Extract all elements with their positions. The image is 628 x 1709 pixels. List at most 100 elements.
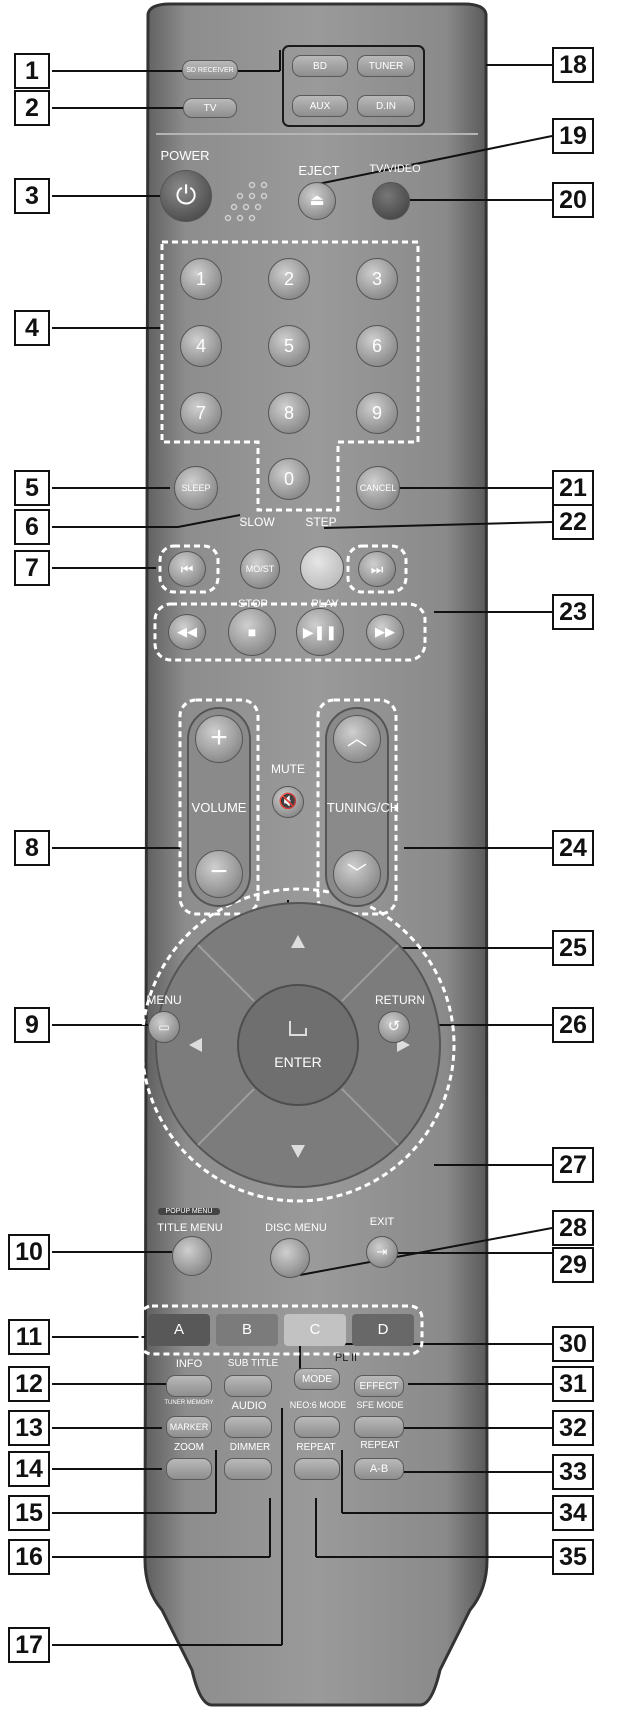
repeat-ab-label: REPEAT <box>360 1440 400 1451</box>
digit-3-button[interactable]: 3 <box>356 258 398 300</box>
audio-label: AUDIO <box>231 1400 267 1412</box>
zoom-button[interactable] <box>166 1458 212 1480</box>
skip-back-button[interactable]: ⏮ <box>168 551 206 587</box>
fast-forward-button[interactable]: ▶▶ <box>366 614 404 650</box>
callout-12: 12 <box>8 1366 50 1402</box>
digit-7-button[interactable]: 7 <box>180 392 222 434</box>
callout-5: 5 <box>14 470 50 506</box>
down-arrow-icon <box>291 1145 305 1158</box>
tuning-ch-label: TUNING/CH <box>326 800 400 815</box>
neo6-mode-button[interactable] <box>294 1416 340 1438</box>
exit-button[interactable]: ⇥ <box>366 1236 398 1268</box>
digit-4-button[interactable]: 4 <box>180 325 222 367</box>
marker-button[interactable]: MARKER <box>166 1416 212 1438</box>
callout-28: 28 <box>552 1210 594 1246</box>
tuning-down-button[interactable]: ﹀ <box>333 850 381 898</box>
bd-button[interactable]: BD <box>292 55 348 77</box>
mute-button[interactable]: 🔇 <box>272 786 304 818</box>
power-label: POWER <box>160 148 210 163</box>
sleep-button[interactable]: SLEEP <box>174 466 218 510</box>
digit-0-button[interactable]: 0 <box>268 458 310 500</box>
effect-button[interactable]: EFFECT <box>354 1375 404 1397</box>
callout-25: 25 <box>552 930 594 966</box>
callout-18: 18 <box>552 47 594 83</box>
audio-button[interactable] <box>224 1416 272 1438</box>
callout-8: 8 <box>14 830 50 866</box>
volume-up-button[interactable]: + <box>195 715 243 763</box>
mo-st-button[interactable]: MO/ST <box>240 549 280 589</box>
callout-17: 17 <box>8 1627 50 1663</box>
repeat-ab-button[interactable]: A-B <box>354 1458 404 1480</box>
tv-video-button[interactable] <box>372 182 410 220</box>
color-button-b[interactable] <box>216 1314 278 1346</box>
neo6-mode-label: NEO:6 MODE <box>289 1400 347 1410</box>
mute-label: MUTE <box>271 762 305 776</box>
skip-forward-button[interactable]: ⏭ <box>358 551 396 587</box>
mode-button[interactable]: MODE <box>294 1368 340 1390</box>
sfe-mode-button[interactable] <box>354 1416 404 1438</box>
d-in-button[interactable]: D.IN <box>357 95 415 117</box>
dpad[interactable] <box>155 902 441 1188</box>
title-menu-button[interactable] <box>172 1236 212 1276</box>
return-label: RETURN <box>375 993 425 1007</box>
cancel-button[interactable]: CANCEL <box>356 466 400 510</box>
rewind-button[interactable]: ◀◀ <box>168 614 206 650</box>
mute-icon: 🔇 <box>278 793 298 810</box>
play-pause-button[interactable]: ▶❚❚ <box>296 608 344 656</box>
step-label: STEP <box>305 515 337 529</box>
zoom-label: ZOOM <box>174 1442 204 1453</box>
digit-9-button[interactable]: 9 <box>356 392 398 434</box>
digit-5-button[interactable]: 5 <box>268 325 310 367</box>
sd-receiver-button[interactable]: SD RECEIVER <box>182 60 238 80</box>
callout-30: 30 <box>552 1326 594 1362</box>
callout-29: 29 <box>552 1247 594 1283</box>
stop-button[interactable]: ■ <box>228 608 276 656</box>
digit-8-button[interactable]: 8 <box>268 392 310 434</box>
tuning-up-button[interactable]: ︿ <box>333 715 381 763</box>
repeat-button[interactable] <box>294 1458 340 1480</box>
sub-title-button[interactable] <box>224 1375 272 1397</box>
digit-2-button[interactable]: 2 <box>268 258 310 300</box>
dimmer-button[interactable] <box>224 1458 272 1480</box>
tuner-button[interactable]: TUNER <box>357 55 415 77</box>
popup-menu-label: POPUP MENU <box>158 1208 220 1215</box>
volume-down-button[interactable]: − <box>195 850 243 898</box>
callout-9: 9 <box>14 1007 50 1043</box>
left-arrow-icon <box>189 1038 202 1052</box>
repeat-label: REPEAT <box>296 1442 336 1453</box>
menu-label: MENU <box>146 993 182 1007</box>
callout-35: 35 <box>552 1539 594 1575</box>
step-button[interactable] <box>300 546 344 590</box>
callout-19: 19 <box>552 118 594 154</box>
tv-button[interactable]: TV <box>183 98 237 118</box>
stop-icon: ■ <box>247 624 257 640</box>
exit-label: EXIT <box>369 1216 395 1228</box>
digit-6-button[interactable]: 6 <box>356 325 398 367</box>
eject-button[interactable]: ⏏ <box>298 182 336 220</box>
digit-1-button[interactable]: 1 <box>180 258 222 300</box>
volume-label: VOLUME <box>191 800 247 815</box>
callout-34: 34 <box>552 1495 594 1531</box>
color-c-label: C <box>309 1321 321 1338</box>
plus-icon: + <box>210 721 228 754</box>
power-button[interactable]: ⏻ <box>160 170 212 222</box>
callout-22: 22 <box>552 504 594 540</box>
up-arrow-icon <box>291 935 305 948</box>
tv-video-label: TV/VIDEO <box>369 163 421 175</box>
info-button[interactable] <box>166 1375 212 1397</box>
stop-label: STOP <box>238 598 268 610</box>
disc-menu-button[interactable] <box>270 1238 310 1278</box>
eject-icon: ⏏ <box>309 192 325 209</box>
color-button-a[interactable] <box>148 1314 210 1346</box>
color-button-c[interactable] <box>284 1314 346 1346</box>
dashed-groups <box>138 45 456 1356</box>
menu-button[interactable]: ▭ <box>148 1011 180 1043</box>
color-button-d[interactable] <box>352 1314 414 1346</box>
chevron-up-icon: ︿ <box>347 728 367 750</box>
callout-6: 6 <box>14 509 50 545</box>
aux-button[interactable]: AUX <box>292 95 348 117</box>
callout-20: 20 <box>552 182 594 218</box>
return-button[interactable]: ↺ <box>378 1011 410 1043</box>
ir-dots <box>224 181 268 222</box>
disc-menu-label: DISC MENU <box>265 1222 327 1234</box>
